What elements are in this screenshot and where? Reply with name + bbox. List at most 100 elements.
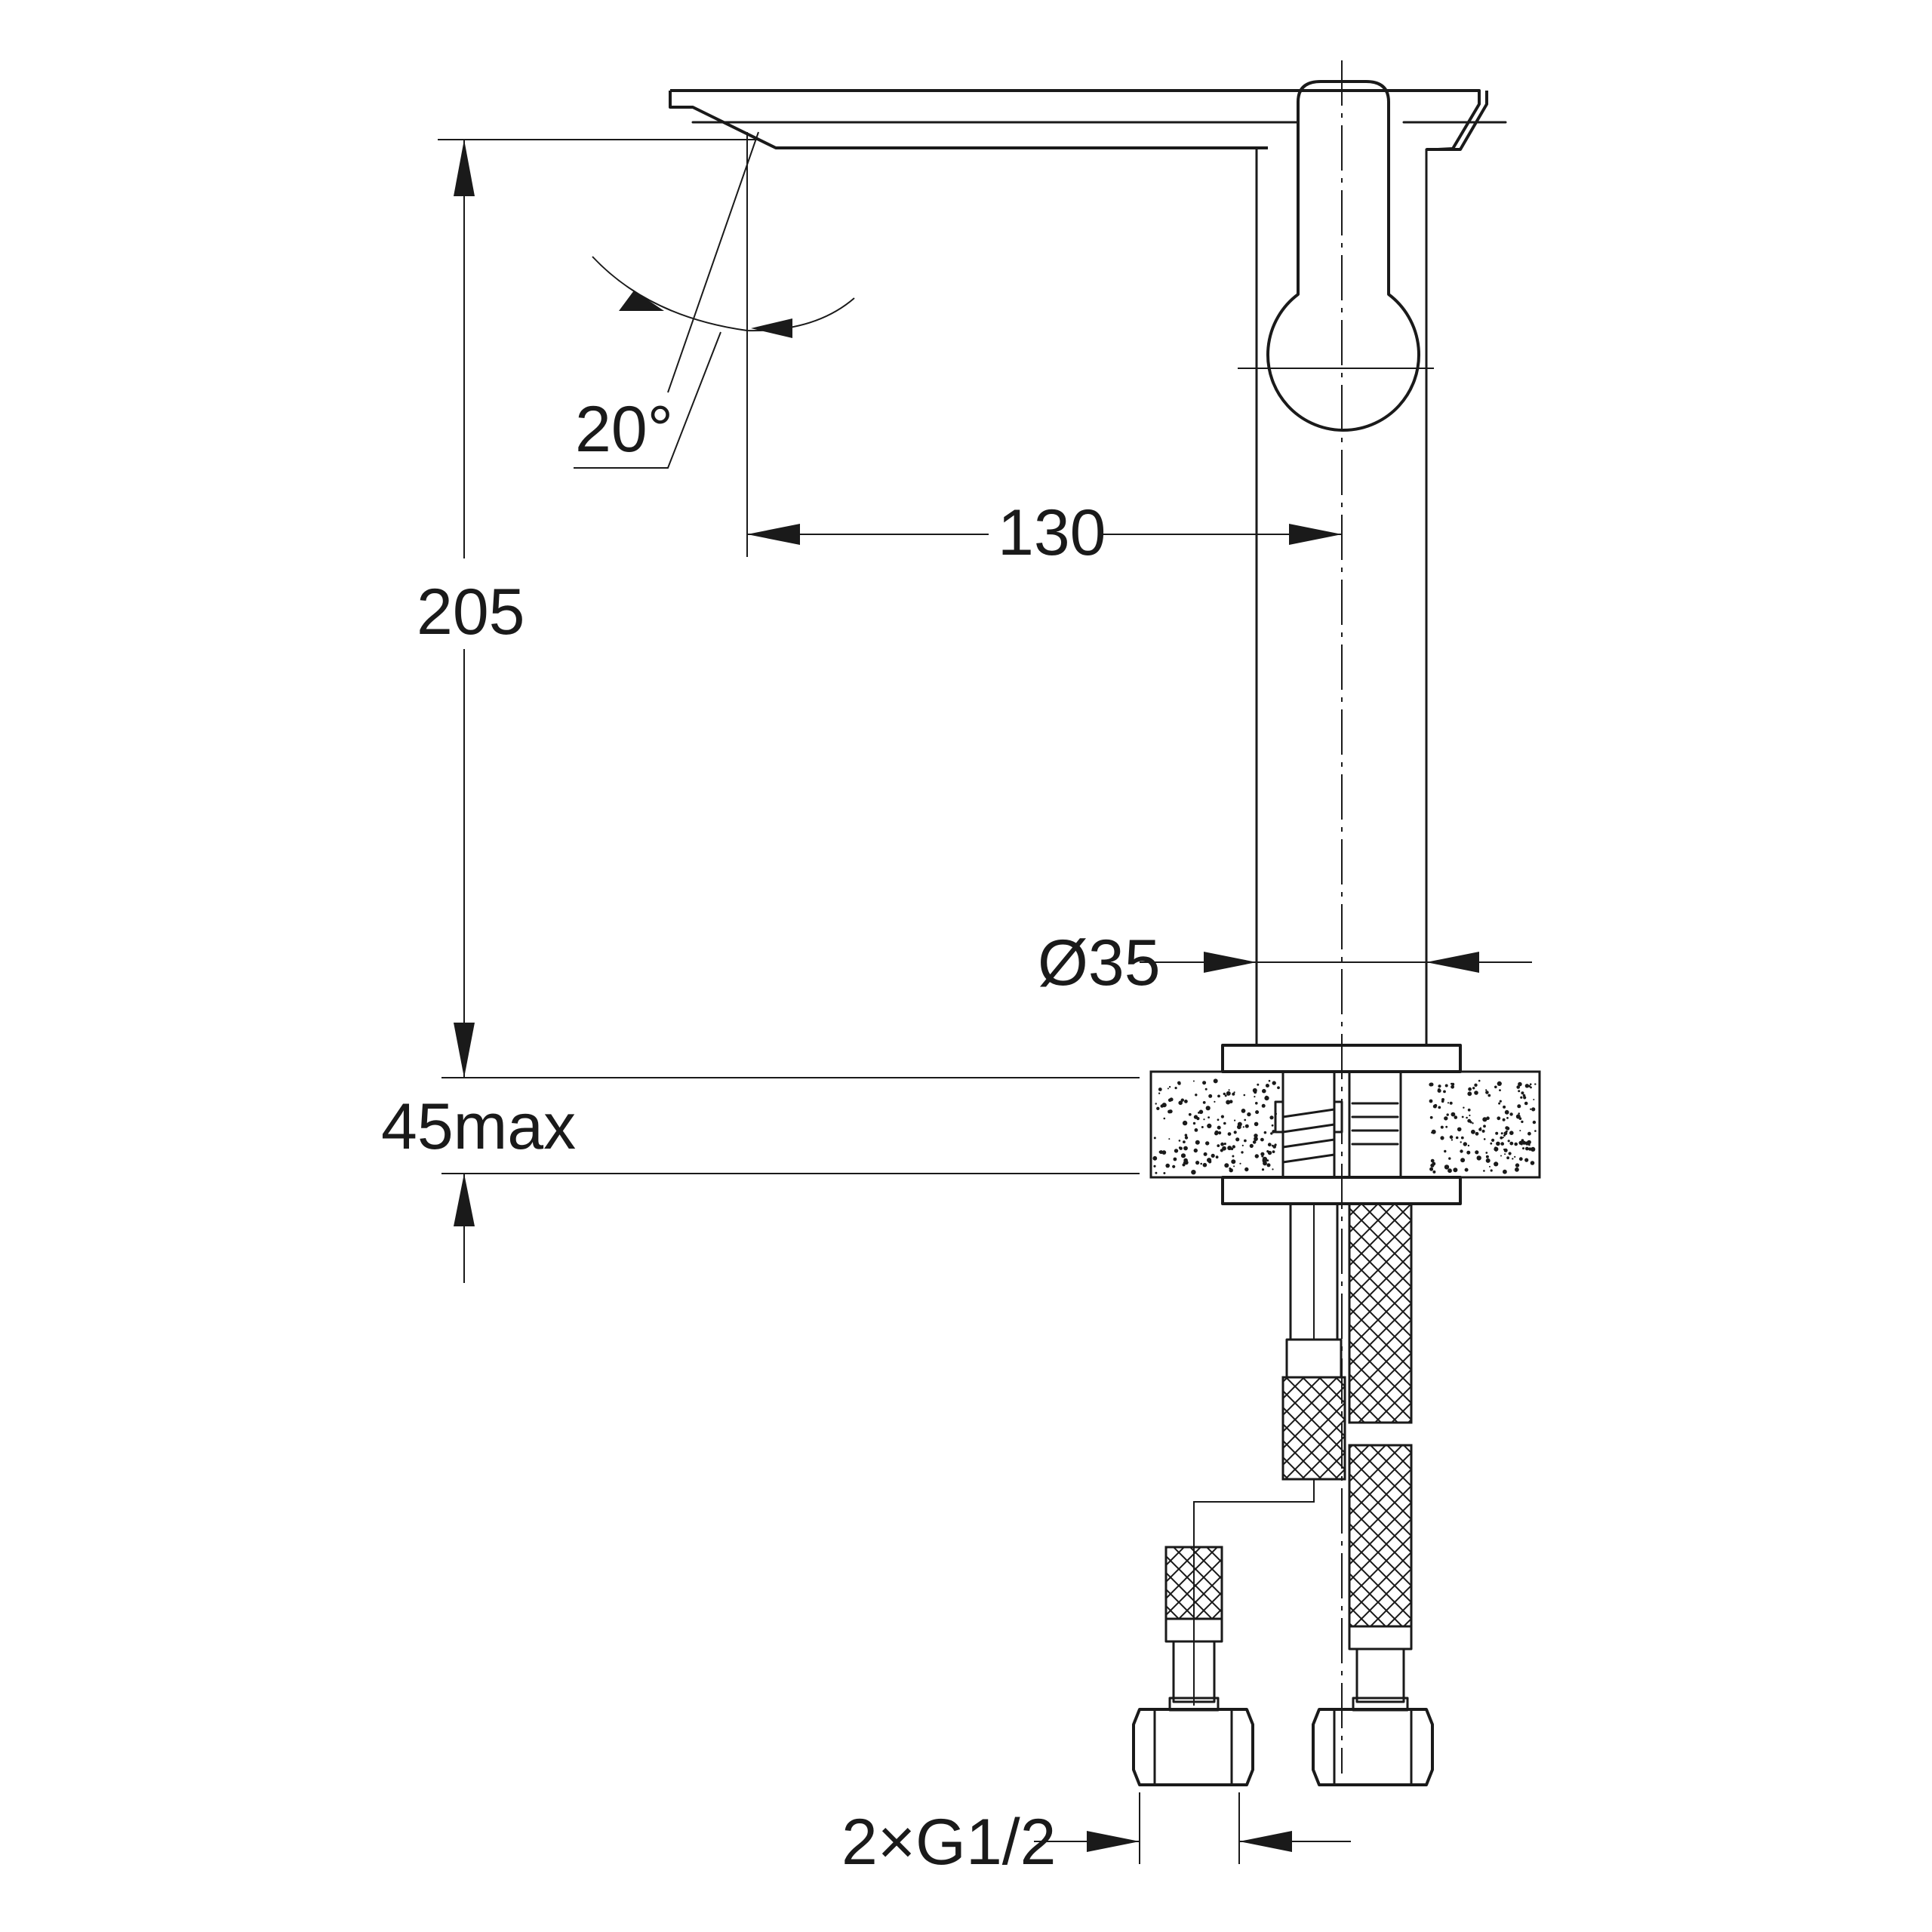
- counter-stipple-dot: [1531, 1107, 1536, 1112]
- counter-stipple-dot: [1268, 1079, 1271, 1082]
- counter-stipple-dot: [1514, 1155, 1516, 1158]
- counter-stipple-dot: [1485, 1091, 1489, 1094]
- counter-stipple-dot: [1444, 1149, 1447, 1153]
- counter-stipple-dot: [1226, 1091, 1231, 1096]
- counter-stipple-dot: [1467, 1108, 1471, 1112]
- counter-stipple-dot: [1277, 1086, 1280, 1090]
- counter-stipple-dot: [1161, 1103, 1167, 1108]
- countertop: [1152, 1078, 1537, 1175]
- counter-stipple-dot: [1173, 1157, 1177, 1161]
- counter-stipple-dot: [1500, 1142, 1504, 1146]
- counter-stipple-dot: [1211, 1153, 1215, 1158]
- counter-stipple-dot: [1429, 1082, 1434, 1087]
- counter-stipple-dot: [1163, 1172, 1166, 1174]
- mounting-base: [1149, 1044, 1541, 1205]
- counter-stipple-dot: [1520, 1096, 1523, 1099]
- counter-stipple-dot: [1474, 1091, 1478, 1095]
- counter-stipple-dot: [1261, 1155, 1264, 1158]
- counter-stipple-dot: [1471, 1129, 1475, 1134]
- counter-stipple-dot: [1208, 1116, 1210, 1118]
- counter-stipple-dot: [1503, 1169, 1507, 1174]
- counter-stipple-dot: [1156, 1106, 1160, 1111]
- counter-stipple-dot: [1227, 1132, 1232, 1136]
- counter-stipple-dot: [1262, 1156, 1268, 1162]
- counter-stipple-dot: [1461, 1115, 1464, 1118]
- counter-stipple-dot: [1447, 1102, 1450, 1104]
- counter-stipple-dot: [1438, 1106, 1441, 1109]
- counter-stipple-dot: [1478, 1079, 1481, 1082]
- counter-stipple-dot: [1467, 1091, 1472, 1097]
- counter-stipple-dot: [1448, 1157, 1451, 1160]
- counter-stipple-dot: [1241, 1144, 1244, 1146]
- counter-stipple-dot: [1180, 1153, 1186, 1158]
- counter-stipple-dot: [1243, 1094, 1246, 1097]
- counter-stipple-dot: [1257, 1083, 1260, 1086]
- reach-dimension: 130: [747, 497, 1342, 569]
- counter-stipple-dot: [1499, 1100, 1502, 1103]
- mounting-shank: [1274, 1070, 1402, 1179]
- counter-stipple-dot: [1499, 1089, 1501, 1091]
- counter-stipple-dot: [1475, 1131, 1479, 1136]
- counter-stipple-dot: [1518, 1140, 1523, 1145]
- counter-stipple-dot: [1192, 1121, 1196, 1125]
- counter-stipple-dot: [1274, 1143, 1277, 1146]
- counter-stipple-dot: [1455, 1136, 1459, 1140]
- counter-stipple-dot: [1267, 1150, 1272, 1155]
- counter-stipple-dot: [1460, 1149, 1463, 1153]
- counter-stipple-dot: [1485, 1158, 1491, 1163]
- counter-stipple-dot: [1218, 1131, 1222, 1135]
- counter-stipple-dot: [1254, 1134, 1258, 1138]
- counter-stipple-dot: [1244, 1167, 1249, 1172]
- counter-stipple-dot: [1530, 1161, 1535, 1165]
- counter-stipple-dot: [1451, 1082, 1455, 1086]
- counter-stipple-dot: [1233, 1091, 1235, 1094]
- counter-stipple-dot: [1182, 1120, 1188, 1126]
- counter-stipple-dot: [1183, 1146, 1188, 1151]
- counter-stipple-dot: [1202, 1101, 1206, 1104]
- counter-stipple-dot: [1491, 1138, 1495, 1142]
- counter-stipple-dot: [1451, 1139, 1454, 1141]
- counter-stipple-dot: [1193, 1148, 1198, 1153]
- counter-stipple-dot: [1494, 1085, 1497, 1089]
- counter-stipple-dot: [1506, 1156, 1509, 1160]
- counter-stipple-dot: [1252, 1088, 1257, 1093]
- counter-stipple-dot: [1213, 1078, 1218, 1084]
- angle-label: 20°: [575, 393, 673, 466]
- counter-stipple-dot: [1514, 1142, 1518, 1146]
- counter-stipple-dot: [1469, 1121, 1472, 1124]
- counter-stipple-dot: [1233, 1165, 1235, 1168]
- supply-hoses: [1164, 1202, 1413, 1712]
- counter-stipple-dot: [1466, 1116, 1468, 1119]
- counter-stipple-dot: [1498, 1102, 1501, 1105]
- counter-stipple-dot: [1232, 1092, 1235, 1096]
- counter-stipple-dot: [1451, 1084, 1454, 1089]
- counter-stipple-dot: [1222, 1146, 1226, 1151]
- lever-handle: [1238, 80, 1434, 432]
- counter-stipple-dot: [1500, 1136, 1503, 1140]
- counter-stipple-dot: [1504, 1109, 1509, 1115]
- counter-stipple-dot: [1272, 1081, 1276, 1085]
- counter-stipple-dot: [1261, 1168, 1265, 1171]
- counter-stipple-dot: [1215, 1155, 1219, 1159]
- counter-stipple-dot: [1234, 1119, 1236, 1121]
- counter-stipple-dot: [1195, 1140, 1200, 1145]
- counter-stipple-dot: [1229, 1168, 1233, 1173]
- counter-stipple-dot: [1478, 1128, 1482, 1131]
- counter-stipple-dot: [1521, 1120, 1524, 1124]
- counter-stipple-dot: [1217, 1144, 1220, 1147]
- counter-stipple-dot: [1163, 1117, 1166, 1120]
- counter-stipple-dot: [1174, 1149, 1179, 1153]
- counter-stipple-dot: [1474, 1083, 1478, 1088]
- counter-stipple-dot: [1223, 1143, 1226, 1146]
- diameter-dimension: Ø35: [1038, 927, 1532, 1045]
- counter-stipple-dot: [1241, 1151, 1244, 1154]
- counter-stipple-dot: [1214, 1131, 1219, 1136]
- counter-stipple-dot: [1178, 1140, 1181, 1142]
- height-label: 205: [417, 576, 525, 648]
- counter-stipple-dot: [1482, 1117, 1487, 1122]
- counter-stipple-dot: [1431, 1131, 1432, 1134]
- counter-stipple-dot: [1249, 1143, 1254, 1148]
- counter-stipple-dot: [1183, 1140, 1186, 1143]
- connection-nuts: [1132, 1708, 1434, 1786]
